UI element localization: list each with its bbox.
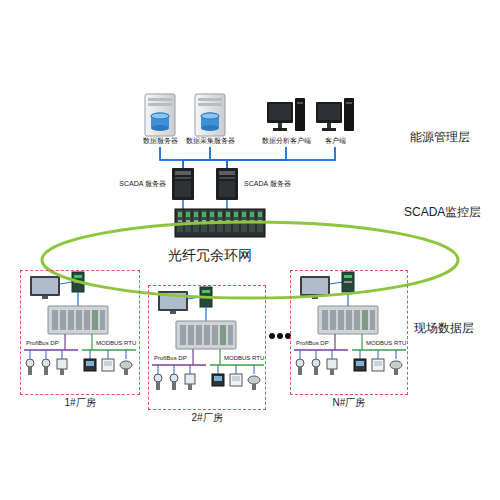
- layer-label: 现场数据层: [414, 322, 474, 336]
- scada-server-icon: [172, 168, 194, 200]
- bus-label: ProfiBus DP: [154, 355, 187, 362]
- network-link: [210, 147, 227, 168]
- factory-equipment: [152, 287, 264, 390]
- factory-label: 2#厂房: [191, 412, 222, 424]
- bus-label: MODBUS RTU: [224, 355, 264, 362]
- layer-label: 能源管理层: [410, 131, 470, 145]
- bus-label: MODBUS RTU: [366, 340, 406, 347]
- scada-server-icon: [216, 168, 238, 200]
- ring-network: 光纤冗余环网: [40, 220, 460, 300]
- bus-label: MODBUS RTU: [96, 340, 136, 347]
- bus-label: ProfiBus DP: [296, 340, 329, 347]
- factory-box: 2#厂房: [148, 285, 266, 410]
- network-link: [227, 147, 286, 168]
- device-label: SCADA 服务器: [119, 180, 166, 188]
- illustration-part: [277, 333, 283, 339]
- device-label: 客户端: [325, 137, 346, 145]
- device-box: 数据分析客户端: [260, 92, 313, 147]
- network-link: [227, 147, 335, 168]
- network-link: [183, 147, 335, 168]
- layer-label: SCADA监控层: [404, 206, 481, 220]
- factory-box: N#厂房: [290, 270, 408, 395]
- factory-box: 1#厂房: [20, 270, 140, 395]
- network-link: [183, 147, 286, 168]
- scada-server-box: SCADA 服务器: [119, 168, 194, 200]
- device-label: 数据采集服务器: [186, 137, 235, 145]
- server-icon: [145, 94, 175, 136]
- device-box: 客户端: [317, 92, 353, 147]
- pc-icon: [267, 98, 305, 131]
- illustration-part: [269, 333, 275, 339]
- factory-equipment: [24, 272, 136, 375]
- device-box: 数据服务器: [141, 92, 180, 147]
- ellipsis-dots: [269, 333, 291, 339]
- network-link: [160, 147, 183, 168]
- ring-label: 光纤冗余环网: [168, 247, 252, 263]
- network-link: [160, 147, 227, 168]
- factory-label: 1#厂房: [64, 397, 95, 409]
- fiber-ring: [42, 222, 458, 298]
- device-label: 数据分析客户端: [262, 137, 311, 145]
- device-box: 数据采集服务器: [184, 92, 237, 147]
- device-label: SCADA 服务器: [244, 180, 291, 188]
- network-link: [183, 147, 210, 168]
- device-label: 数据服务器: [143, 137, 178, 145]
- scada-server-box: SCADA 服务器: [216, 168, 291, 200]
- pc-icon: [316, 98, 354, 131]
- factory-label: N#厂房: [333, 397, 366, 409]
- server-icon: [195, 94, 225, 136]
- bus-label: ProfiBus DP: [26, 340, 59, 347]
